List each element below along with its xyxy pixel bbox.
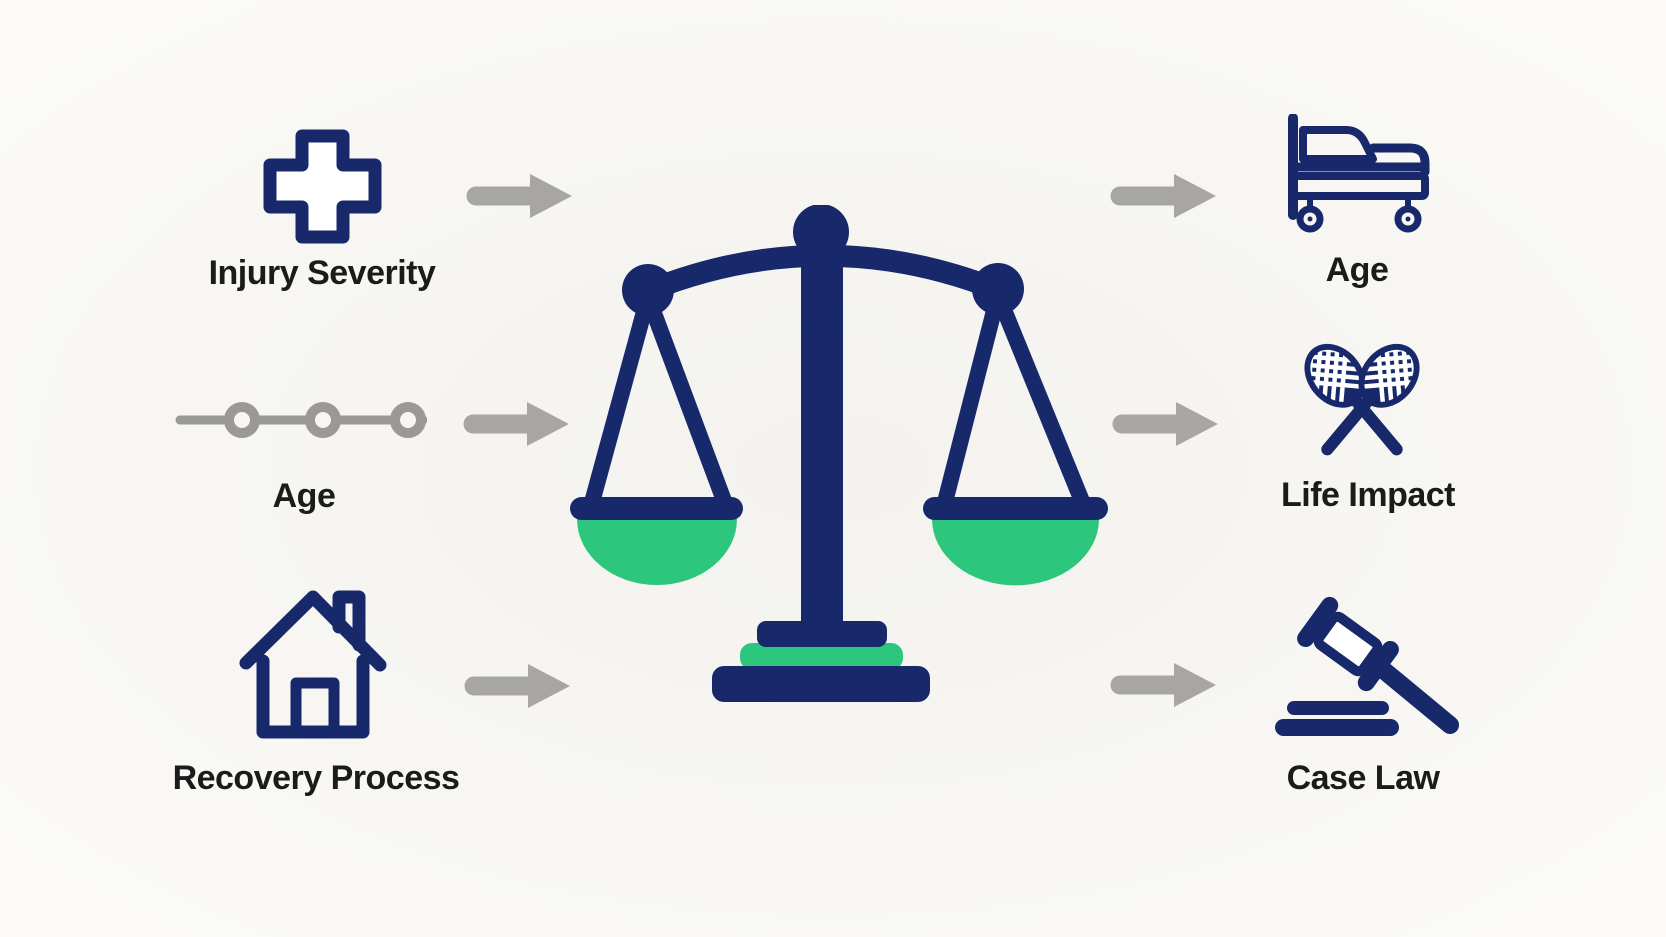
factor-label-age-right: Age (1325, 251, 1389, 289)
factor-label-life-impact: Life Impact (1281, 476, 1455, 514)
right-arrow-icon (463, 402, 569, 446)
factor-label-age-left: Age (272, 477, 336, 515)
house-icon (239, 590, 387, 739)
medical-cross-icon (263, 129, 382, 244)
balance-scale-icon (570, 205, 1108, 702)
right-arrow-icon (1112, 402, 1218, 446)
gavel-icon (1275, 596, 1459, 736)
right-arrow-icon (1110, 174, 1216, 218)
factor-label-case-law: Case Law (1286, 759, 1440, 797)
right-arrow-icon (466, 174, 572, 218)
right-arrow-icon (464, 664, 570, 708)
factor-label-injury-severity: Injury Severity (208, 254, 436, 292)
timeline-icon (175, 402, 427, 438)
tennis-rackets-icon (1300, 340, 1424, 456)
right-arrow-icon (1110, 663, 1216, 707)
hospital-bed-icon (1288, 114, 1430, 233)
factor-label-recovery-process: Recovery Process (172, 759, 460, 797)
